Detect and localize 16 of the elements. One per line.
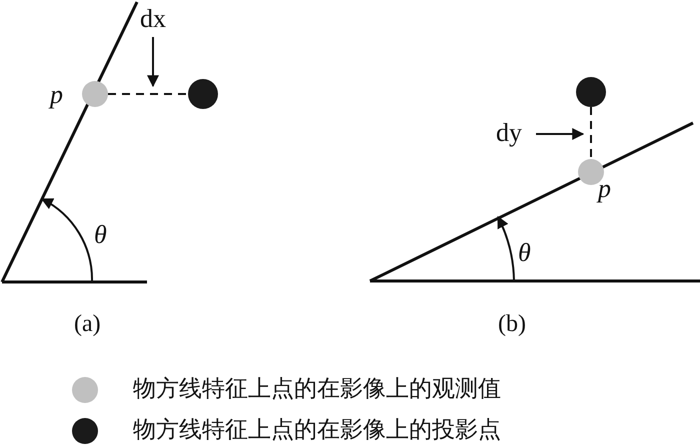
angle-label: θ (518, 240, 531, 266)
point-marker (576, 77, 606, 107)
connector-line (590, 107, 592, 159)
point-marker (578, 159, 604, 185)
offset-label: dy (496, 120, 522, 146)
point-marker (188, 79, 218, 109)
panel-label: (a) (74, 312, 101, 336)
legend-text: 物方线特征上点的在影像上的投影点 (133, 419, 501, 442)
point-label: p (598, 176, 611, 202)
offset-label: dx (140, 6, 166, 32)
panel-label: (b) (498, 312, 526, 336)
connector-line (108, 93, 188, 95)
legend-text: 物方线特征上点的在影像上的观测值 (133, 378, 501, 401)
angle-label: θ (94, 222, 107, 248)
point-marker (82, 81, 108, 107)
point-label: p (50, 82, 63, 108)
